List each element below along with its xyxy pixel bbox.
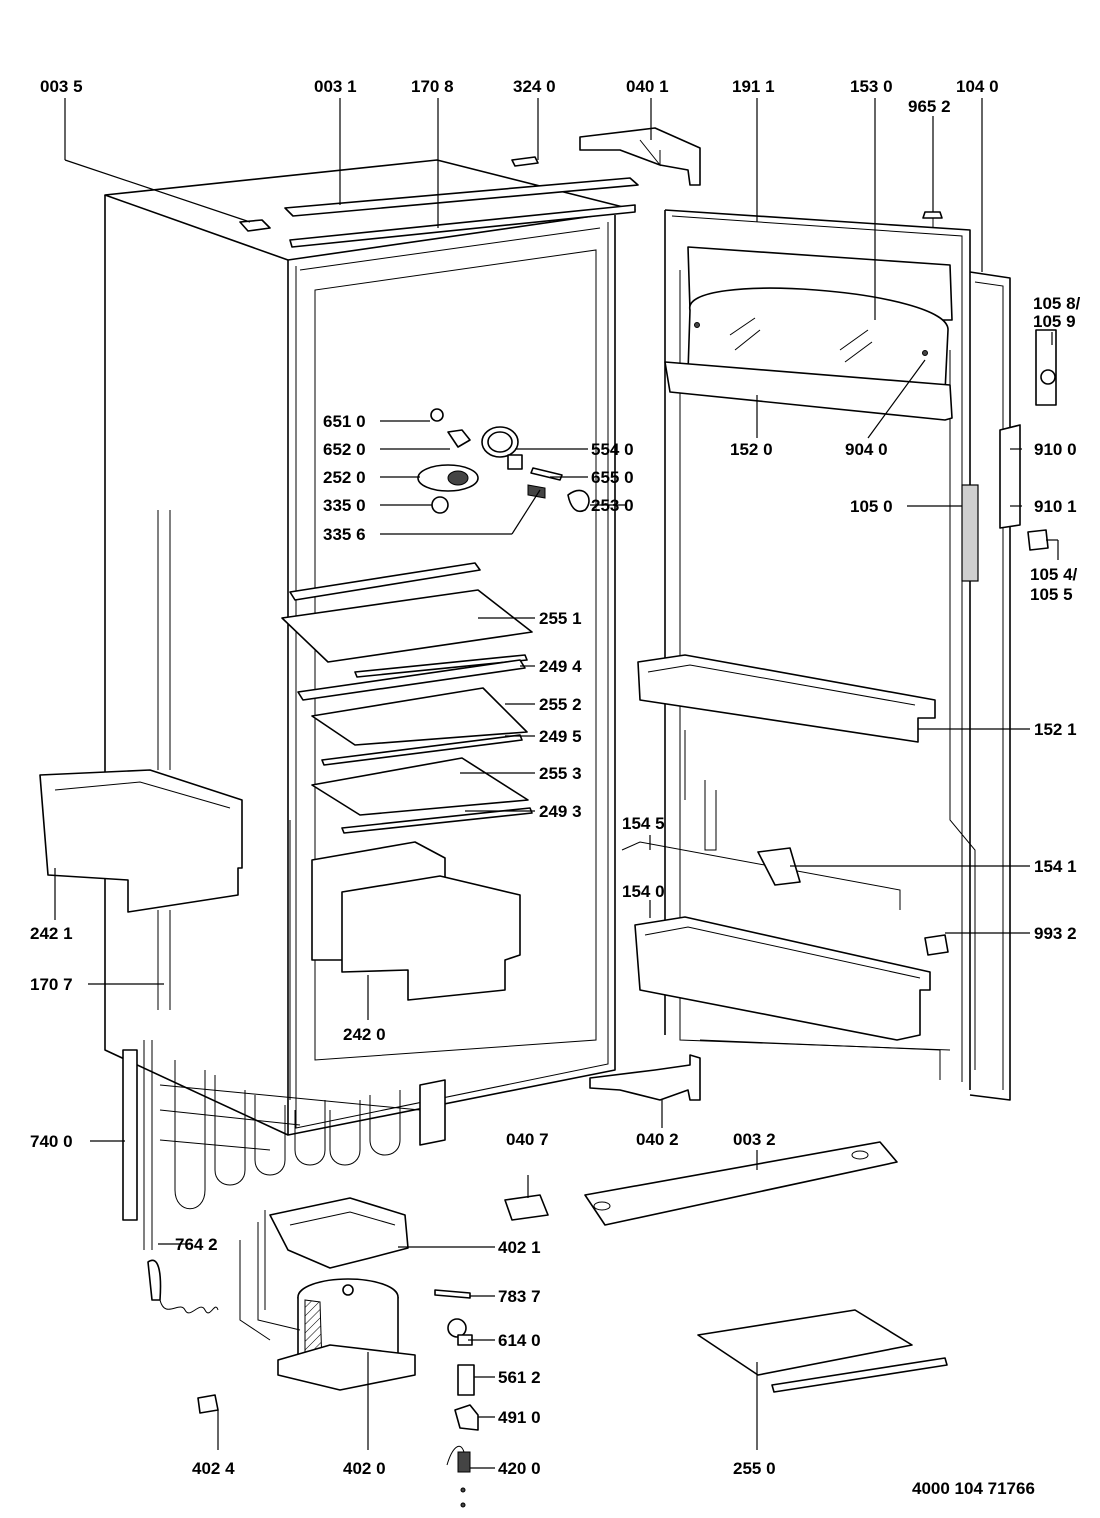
crisper-drawers bbox=[39, 769, 521, 1001]
label-040-1: 040 1 bbox=[626, 77, 669, 96]
condenser-coil bbox=[122, 1040, 446, 1250]
label-255-1: 255 1 bbox=[539, 609, 582, 628]
label-420-0: 420 0 bbox=[498, 1459, 541, 1478]
label-253-0: 253 0 bbox=[591, 496, 634, 515]
label-904-0: 904 0 bbox=[845, 440, 888, 459]
label-105-4: 105 4/ bbox=[1030, 565, 1078, 584]
label-242-0: 242 0 bbox=[343, 1025, 386, 1044]
label-154-5: 154 5 bbox=[622, 814, 665, 833]
label-242-1: 242 1 bbox=[30, 924, 73, 943]
door-bins bbox=[621, 654, 949, 1041]
label-402-1: 402 1 bbox=[498, 1238, 541, 1257]
label-402-4: 402 4 bbox=[192, 1459, 235, 1478]
label-105-8: 105 8/ bbox=[1033, 294, 1081, 313]
label-651-0: 651 0 bbox=[323, 412, 366, 431]
label-910-1: 910 1 bbox=[1034, 497, 1077, 516]
door bbox=[664, 209, 1011, 1101]
label-335-6: 335 6 bbox=[323, 525, 366, 544]
label-104-0: 104 0 bbox=[956, 77, 999, 96]
label-170-8: 170 8 bbox=[411, 77, 454, 96]
label-249-4: 249 4 bbox=[539, 657, 582, 676]
label-154-1: 154 1 bbox=[1034, 857, 1077, 876]
part-labels: 003 5 003 1 170 8 324 0 040 1 191 1 153 … bbox=[30, 77, 1081, 1498]
label-252-0: 252 0 bbox=[323, 468, 366, 487]
cabinet-body bbox=[104, 159, 636, 1136]
top-rail-parts bbox=[239, 156, 639, 248]
lamp-thermostat-parts bbox=[417, 408, 590, 514]
label-249-5: 249 5 bbox=[539, 727, 582, 746]
label-910-0: 910 0 bbox=[1034, 440, 1077, 459]
label-003-2: 003 2 bbox=[733, 1130, 776, 1149]
drawing-number: 4000 104 71766 bbox=[912, 1479, 1035, 1498]
lower-hinge-parts bbox=[504, 1054, 948, 1393]
label-740-0: 740 0 bbox=[30, 1132, 73, 1151]
label-170-7: 170 7 bbox=[30, 975, 73, 994]
glass-shelves bbox=[281, 562, 533, 834]
label-561-2: 561 2 bbox=[498, 1368, 541, 1387]
door-top-compartment bbox=[664, 246, 953, 421]
compressor-parts bbox=[147, 1197, 416, 1391]
label-324-0: 324 0 bbox=[513, 77, 556, 96]
label-105-0: 105 0 bbox=[850, 497, 893, 516]
label-153-0: 153 0 bbox=[850, 77, 893, 96]
label-402-0: 402 0 bbox=[343, 1459, 386, 1478]
door-small-parts bbox=[922, 211, 1057, 582]
label-965-2: 965 2 bbox=[908, 97, 951, 116]
label-255-3: 255 3 bbox=[539, 764, 582, 783]
label-003-1: 003 1 bbox=[314, 77, 357, 96]
label-249-3: 249 3 bbox=[539, 802, 582, 821]
label-491-0: 491 0 bbox=[498, 1408, 541, 1427]
label-154-0: 154 0 bbox=[622, 882, 665, 901]
label-554-0: 554 0 bbox=[591, 440, 634, 459]
label-255-0: 255 0 bbox=[733, 1459, 776, 1478]
label-614-0: 614 0 bbox=[498, 1331, 541, 1350]
label-105-9: 105 9 bbox=[1033, 312, 1076, 331]
label-003-5: 003 5 bbox=[40, 77, 83, 96]
label-105-5: 105 5 bbox=[1030, 585, 1073, 604]
leader-lines bbox=[54, 98, 1059, 1469]
label-152-1: 152 1 bbox=[1034, 720, 1077, 739]
label-255-2: 255 2 bbox=[539, 695, 582, 714]
label-652-0: 652 0 bbox=[323, 440, 366, 459]
label-152-0: 152 0 bbox=[730, 440, 773, 459]
label-783-7: 783 7 bbox=[498, 1287, 541, 1306]
label-040-7: 040 7 bbox=[506, 1130, 549, 1149]
label-040-2: 040 2 bbox=[636, 1130, 679, 1149]
label-191-1: 191 1 bbox=[732, 77, 775, 96]
upper-hinge-part bbox=[579, 127, 701, 186]
label-655-0: 655 0 bbox=[591, 468, 634, 487]
label-764-2: 764 2 bbox=[175, 1235, 218, 1254]
label-993-2: 993 2 bbox=[1034, 924, 1077, 943]
label-335-0: 335 0 bbox=[323, 496, 366, 515]
